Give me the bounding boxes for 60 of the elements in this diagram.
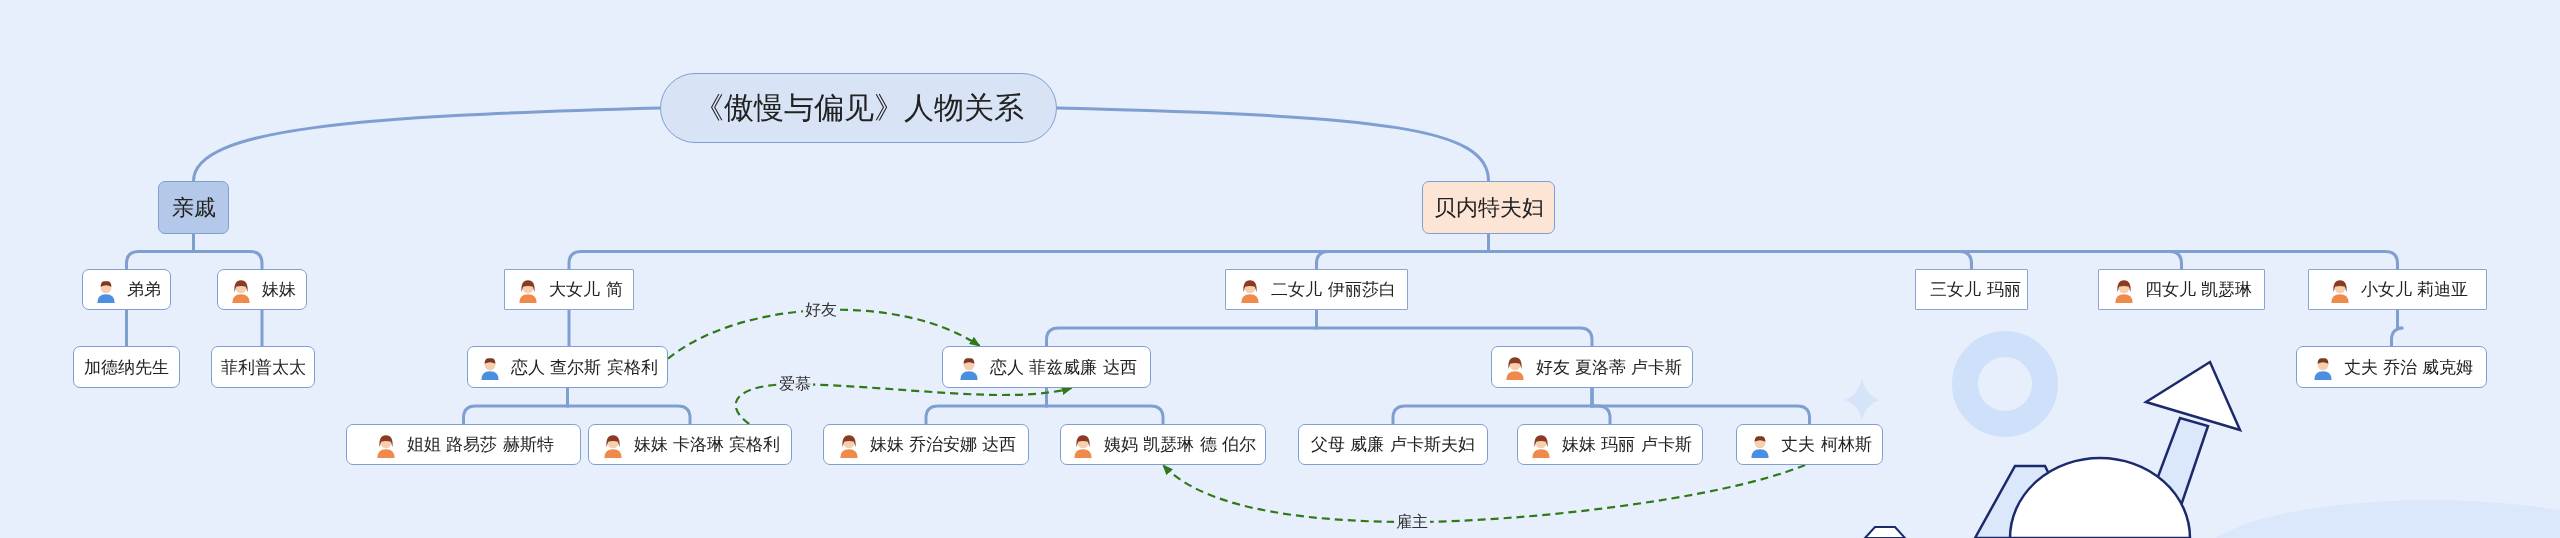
name-label: 加德纳先生: [84, 355, 169, 379]
branch-line: [1045, 388, 1165, 424]
name-label: 姐姐 路易莎 赫斯特: [407, 433, 554, 456]
person-box: [2308, 269, 2487, 310]
person-box: [82, 269, 171, 310]
branch-line: [192, 234, 264, 269]
branch-line: [1590, 388, 1811, 424]
person-box: [1060, 424, 1266, 465]
name-label: 贝内特夫妇: [1433, 193, 1544, 222]
person-box: [217, 269, 307, 310]
person-box: [1915, 269, 2028, 310]
branch-line: [1315, 310, 1594, 346]
name-label: 恋人 菲兹威廉 达西: [990, 355, 1137, 379]
branch-line: [192, 106, 661, 182]
branch-line: [1056, 106, 1490, 182]
person-box: [2098, 269, 2265, 310]
relation-arrow: [1162, 463, 1806, 524]
person-box: [73, 346, 180, 388]
person-box: [504, 269, 634, 310]
branch-line: [260, 310, 264, 346]
person-box: [1491, 346, 1693, 388]
name-label: 大女儿 简: [549, 278, 623, 301]
name-label: 姨妈 凯瑟琳 德 伯尔: [1103, 433, 1257, 456]
relation-arrow: [667, 308, 981, 360]
name-label: 妹妹: [262, 278, 296, 301]
name-label: 恋人 查尔斯 宾格利: [511, 355, 658, 379]
relation-arrow: [734, 382, 1073, 425]
title-text: 《傲慢与偏见》人物关系: [693, 88, 1024, 127]
name-label: 四女儿 凯瑟琳: [2144, 278, 2253, 301]
person-box: [1517, 424, 1703, 465]
person-box: [823, 424, 1029, 465]
edge-label: 好友: [803, 299, 839, 321]
branch-line: [2390, 310, 2405, 346]
name-label: 妹妹 乔治安娜 达西: [869, 433, 1017, 456]
person-box: [1736, 424, 1883, 465]
name-label: 丈夫 乔治 威克姆: [2343, 355, 2474, 379]
name-label: 妹妹 卡洛琳 宾格利: [633, 433, 781, 456]
name-label: 好友 夏洛蒂 卢卡斯: [1535, 355, 1683, 379]
branch-line: [125, 310, 128, 346]
name-label: 三女儿 玛丽: [1930, 278, 2021, 301]
name-label: 小女儿 莉迪亚: [2360, 278, 2469, 301]
person-box: [346, 424, 581, 465]
name-label: 菲利普太太: [220, 355, 306, 379]
name-label: 丈夫 柯林斯: [1781, 433, 1872, 456]
name-label: 妹妹 玛丽 卢卡斯: [1562, 433, 1692, 456]
person-box: [2296, 346, 2487, 388]
person-box: [211, 346, 315, 388]
person-box: [1298, 424, 1488, 465]
branch-line: [567, 310, 571, 346]
person-box: [1225, 269, 1408, 310]
name-label: 二女儿 伊丽莎白: [1271, 278, 1396, 301]
branch-box: [158, 181, 229, 234]
name-label: 父母 威廉 卢卡斯夫妇: [1311, 433, 1475, 456]
name-label: 亲戚: [171, 193, 216, 222]
branch-line: [566, 388, 692, 424]
person-box: [942, 346, 1151, 388]
person-box: [467, 346, 668, 388]
branch-box: [1422, 181, 1555, 234]
name-label: 弟弟: [126, 278, 161, 301]
person-box: [588, 424, 792, 465]
